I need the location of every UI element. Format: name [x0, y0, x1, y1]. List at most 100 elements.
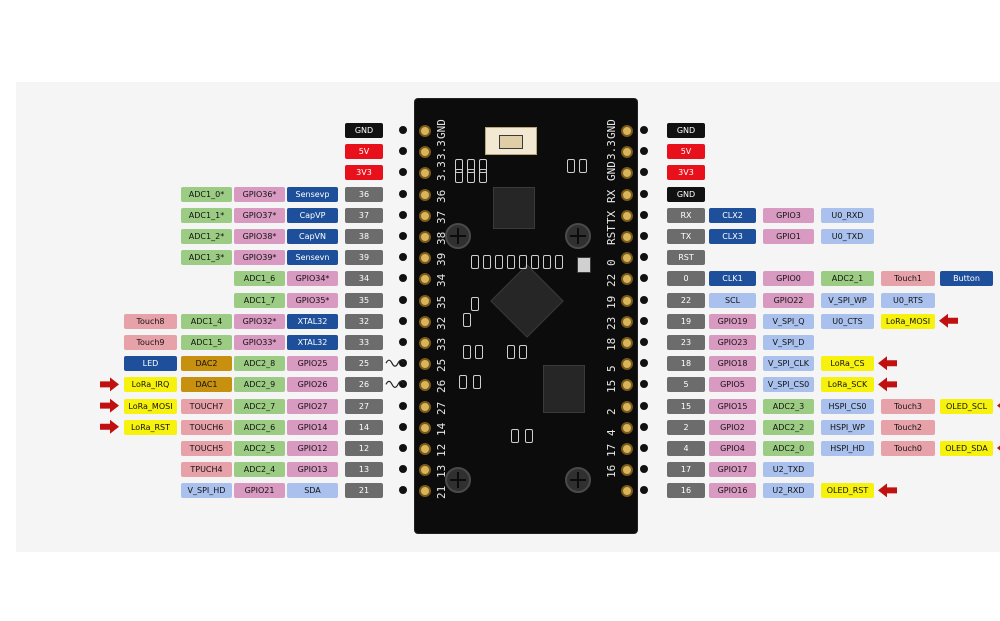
pin-label-gpio33: GPIO33* [234, 335, 285, 350]
smd-component [555, 255, 563, 269]
silkscreen-label: 19 [605, 295, 618, 309]
header-pin [419, 188, 431, 201]
silkscreen-label: 15 [605, 380, 618, 394]
smd-component [455, 169, 463, 183]
pin-label-gpio21: GPIO21 [234, 483, 285, 499]
silkscreen-label: 38 [435, 231, 448, 245]
header-pin [621, 421, 633, 434]
header-pin [621, 125, 633, 137]
pin-label-hspi-hd: HSPI_HD [821, 441, 874, 456]
pin-label-u2-txd: U2_TXD [763, 462, 814, 478]
pin-label-gpio1: GPIO1 [763, 229, 814, 244]
pin-label-gpio3: GPIO3 [763, 207, 814, 223]
pin-label-v-spi-clk: V_SPI_CLK [763, 356, 814, 372]
header-pin [621, 379, 633, 392]
header-pin [419, 209, 431, 222]
pin-label-u0-rts: U0_RTS [881, 292, 935, 308]
pin-label-adc1-1: ADC1_1* [181, 207, 232, 223]
pin-label-capvp: CapVP [287, 207, 338, 223]
pin-label-v-spi-d: V_SPI_D [763, 335, 814, 350]
silkscreen-label: 3.3 [605, 140, 618, 161]
silkscreen-label: 22 [605, 274, 618, 288]
smd-component [467, 169, 475, 183]
connector-dot [399, 338, 407, 346]
pin-label-u0-rxd: U0_RXD [821, 207, 874, 223]
screw-icon [565, 467, 591, 493]
header-pin [621, 252, 633, 265]
pin-label-adc2-2: ADC2_2 [763, 419, 814, 435]
pin-label-adc1-6: ADC1_6 [234, 271, 285, 287]
pin-label-25: 25 [345, 356, 383, 372]
pin-label-gpio36: GPIO36* [234, 186, 285, 202]
silkscreen-label: 21 [435, 486, 448, 500]
connector-dot [640, 338, 648, 346]
header-pin [419, 294, 431, 307]
smd-component [543, 255, 551, 269]
smd-component [459, 375, 467, 389]
pin-label-gpio32: GPIO32* [234, 313, 285, 329]
silkscreen-label: GND [605, 119, 618, 139]
pin-label-adc1-5: ADC1_5 [181, 335, 232, 350]
header-pin [419, 443, 431, 455]
smd-component [519, 345, 527, 359]
pin-label-33: 33 [345, 335, 383, 350]
smd-component [475, 345, 483, 359]
pin-label-gpio22: GPIO22 [763, 292, 814, 308]
pin-label-led: LED [124, 356, 177, 372]
silkscreen-label: 23 [605, 316, 618, 330]
connector-dot [399, 189, 407, 198]
pin-label-39: 39 [345, 250, 383, 266]
pin-label-27: 27 [345, 398, 383, 414]
connector-dot [640, 486, 648, 495]
silkscreen-label: TX [605, 210, 618, 224]
pin-label-sensevp: Sensevp [287, 186, 338, 202]
pin-label-gnd: GND [667, 186, 705, 202]
silkscreen-label: 0 [605, 259, 618, 267]
pin-label-adc2-3: ADC2_3 [763, 398, 814, 414]
pin-label-3v3: 3V3 [667, 165, 705, 181]
header-pin [621, 443, 633, 455]
silkscreen-label: 33 [435, 337, 448, 351]
pin-label-adc2-5: ADC2_5 [234, 441, 285, 456]
esp32-chip [490, 264, 564, 338]
smd-component [471, 255, 479, 269]
silkscreen-label: 14 [435, 422, 448, 436]
pin-label-lora-mosi: LoRa_MOSI [881, 313, 935, 329]
pin-label-lora-rst: LoRa_RST [124, 419, 177, 435]
pin-label-dac2: DAC2 [181, 356, 232, 372]
pin-label-dac1: DAC1 [181, 377, 232, 393]
pin-label-scl: SCL [709, 292, 756, 308]
pin-label-v-spi-q: V_SPI_Q [763, 313, 814, 329]
pin-label-oled-sda: OLED_SDA [940, 441, 993, 456]
header-pin [419, 379, 431, 392]
connector-dot [640, 401, 648, 410]
smd-component [479, 169, 487, 183]
pin-label-gnd: GND [667, 123, 705, 138]
pin-label-gpio25: GPIO25 [287, 356, 338, 372]
pin-label-clk1: CLK1 [709, 271, 756, 287]
header-pin [621, 337, 633, 349]
smd-component [463, 313, 471, 327]
pin-label-rx: RX [667, 207, 705, 223]
connector-dot [399, 444, 407, 452]
pin-label-lora-mosi: LoRa_MOSI [124, 398, 177, 414]
connector-dot [399, 274, 407, 283]
connector-dot [399, 316, 407, 325]
connector-dot [640, 210, 648, 219]
pin-label-5: 5 [667, 377, 705, 393]
smd-component [531, 255, 539, 269]
pin-label-4: 4 [667, 441, 705, 456]
pin-label-32: 32 [345, 313, 383, 329]
pin-label-21: 21 [345, 483, 383, 499]
header-pin [419, 252, 431, 265]
header-pin [419, 400, 431, 413]
pin-label-touch9: Touch9 [124, 335, 177, 350]
silkscreen-label: 12 [435, 443, 448, 457]
pin-label-gpio38: GPIO38* [234, 229, 285, 244]
silkscreen-label: 3.3 [435, 140, 448, 161]
pin-label-touch5: TOUCH5 [181, 441, 232, 456]
silkscreen-label: RX [605, 189, 618, 203]
screw-icon [445, 223, 471, 249]
silkscreen-label: GND [605, 161, 618, 182]
